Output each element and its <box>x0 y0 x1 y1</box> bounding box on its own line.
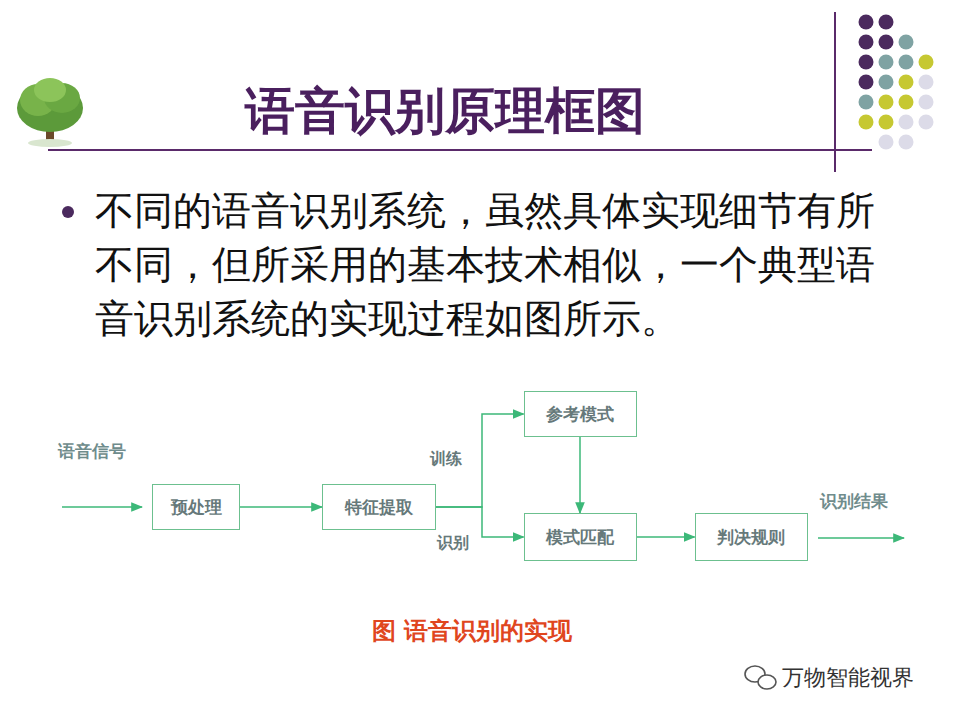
decor-dot <box>919 95 934 110</box>
decor-dot <box>859 75 874 90</box>
decor-dot <box>879 95 894 110</box>
box-text: 特征提取 <box>345 496 413 519</box>
decor-dot <box>919 75 934 90</box>
tree-icon <box>17 78 83 147</box>
decor-dot <box>919 115 934 130</box>
watermark: 万物智能视界 <box>782 663 914 693</box>
title-rule <box>48 149 872 151</box>
decor-dot <box>899 135 914 150</box>
bullet-text: 不同的语音识别系统，虽然具体实现细节有所不同，但所采用的基本技术相似，一个典型语… <box>95 184 910 346</box>
decor-dot <box>899 55 914 70</box>
decor-dot <box>899 75 914 90</box>
output-label: 识别结果 <box>820 490 888 513</box>
figure-caption: 图 语音识别的实现 <box>272 615 672 647</box>
box-text: 预处理 <box>171 496 222 519</box>
decor-dot <box>899 95 914 110</box>
decor-dot <box>859 55 874 70</box>
wechat-icon <box>745 666 776 689</box>
decor-dot <box>859 115 874 130</box>
decor-dot <box>879 75 894 90</box>
box-text: 判决规则 <box>717 526 785 549</box>
box-text: 模式匹配 <box>546 526 614 549</box>
slide-title: 语音识别原理框图 <box>0 78 890 145</box>
decor-dot <box>879 35 894 50</box>
decor-dot <box>879 135 894 150</box>
signal-label: 语音信号 <box>58 440 126 463</box>
flow-arrow <box>637 536 695 538</box>
flow-arrow <box>579 437 581 513</box>
flow-arrow <box>240 506 322 508</box>
bullet-dot <box>62 206 74 218</box>
decor-dot <box>879 55 894 70</box>
box-text: 参考模式 <box>546 403 614 426</box>
process-box: 特征提取 <box>322 484 436 530</box>
process-box: 判决规则 <box>695 513 808 561</box>
decor-dot <box>879 15 894 30</box>
edge-label: 训练 <box>428 449 464 470</box>
dot-grid <box>859 15 934 150</box>
decor-dot <box>899 35 914 50</box>
decor-dot <box>919 55 934 70</box>
input-arrow <box>62 506 142 508</box>
output-arrow <box>818 537 904 539</box>
process-box: 参考模式 <box>524 391 637 437</box>
decor-dot <box>899 115 914 130</box>
decor-dot <box>879 115 894 130</box>
decor-dot <box>859 35 874 50</box>
edge-label: 识别 <box>435 533 471 554</box>
process-box: 预处理 <box>152 484 240 530</box>
decor-dot <box>859 15 874 30</box>
vertical-rule <box>834 12 836 172</box>
decor-dot <box>859 95 874 110</box>
process-box: 模式匹配 <box>524 513 637 561</box>
